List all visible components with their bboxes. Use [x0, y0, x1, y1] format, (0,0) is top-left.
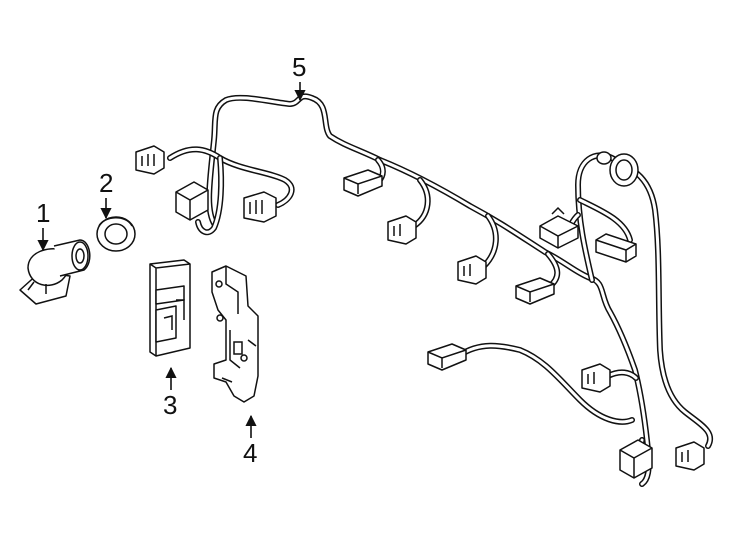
harness-connector [135, 145, 165, 175]
harness-connector [175, 181, 209, 221]
sensor-ring [96, 216, 136, 252]
harness-connector [675, 441, 705, 471]
harness-grommet [596, 151, 639, 187]
harness-connector [619, 439, 653, 479]
callout-label-2: 2 [99, 168, 113, 198]
callout-label-5: 5 [292, 52, 306, 82]
callout-label-4: 4 [243, 438, 257, 468]
harness-connector [457, 255, 487, 285]
harness-connector [539, 206, 579, 249]
harness-connector [427, 343, 467, 371]
harness-connector [243, 191, 277, 223]
callout-label-3: 3 [163, 390, 177, 420]
harness-connector [387, 215, 417, 245]
harness-connector [595, 233, 637, 263]
callout-3: 3 [163, 366, 177, 420]
callout-4: 4 [243, 414, 257, 468]
harness-connector [581, 363, 611, 393]
callout-2: 2 [99, 168, 113, 220]
callout-label-1: 1 [36, 198, 50, 228]
callout-5: 5 [292, 52, 306, 102]
parking-sensor [19, 239, 91, 305]
wiring-harness [135, 93, 713, 487]
harness-connector [515, 277, 555, 305]
sensor-bracket [149, 259, 191, 357]
harness-connector [343, 169, 383, 197]
mounting-bracket [211, 265, 259, 403]
callout-1: 1 [36, 198, 50, 252]
